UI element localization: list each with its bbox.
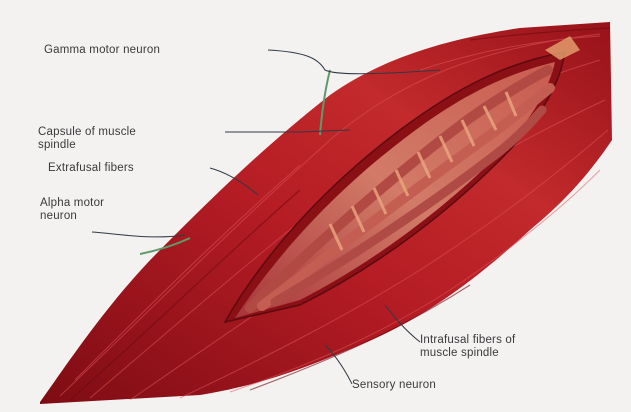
label-intrafusal-fibers: Intrafusal fibers of muscle spindle (420, 334, 515, 360)
label-capsule: Capsule of muscle spindle (38, 126, 136, 152)
leader-alpha (92, 232, 185, 237)
label-alpha-motor-neuron: Alpha motor neuron (40, 197, 104, 223)
label-extrafusal-fibers: Extrafusal fibers (48, 162, 134, 175)
label-sensory-neuron: Sensory neuron (352, 379, 436, 392)
label-gamma-motor-neuron: Gamma motor neuron (44, 44, 160, 57)
